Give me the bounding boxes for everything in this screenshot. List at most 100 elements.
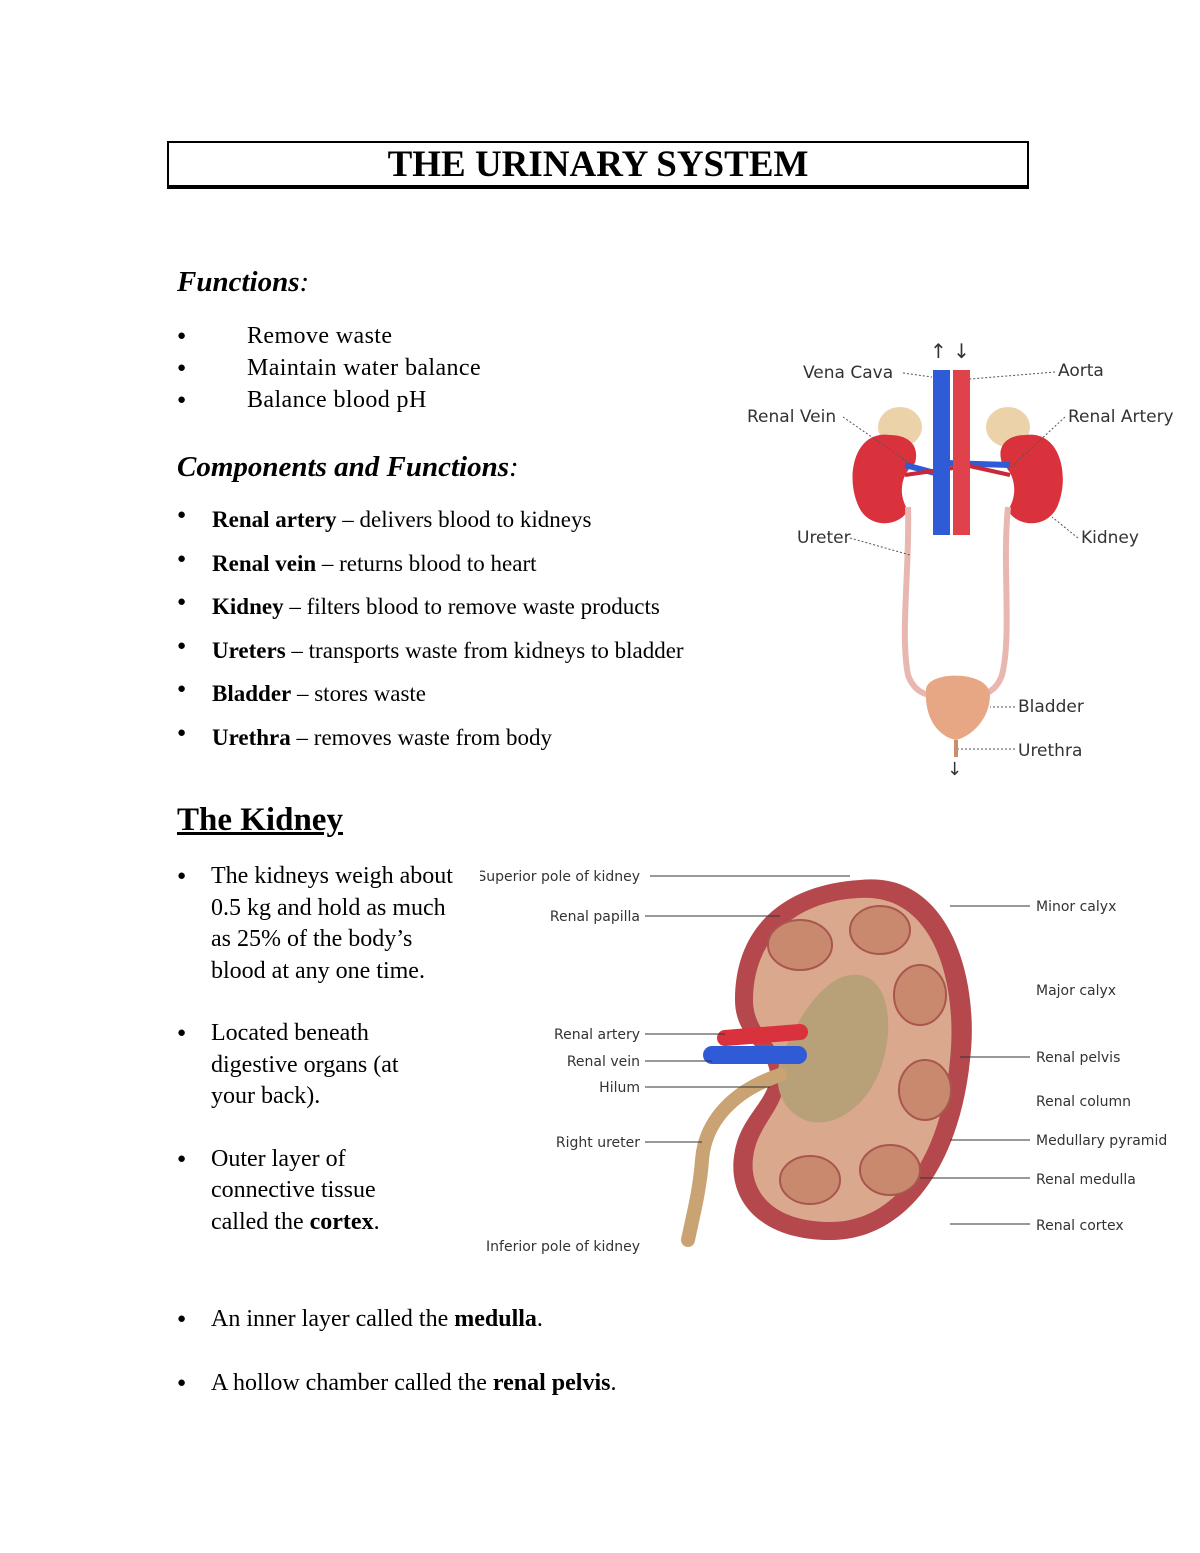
list-item: ● Kidney – filters blood to remove waste … bbox=[177, 594, 737, 638]
medullary-pyramids bbox=[767, 905, 952, 1205]
bullet-icon: ● bbox=[177, 360, 187, 376]
component-term: Bladder bbox=[212, 681, 292, 707]
ureter bbox=[681, 1068, 787, 1247]
bullet-text: An inner layer called the bbox=[211, 1306, 455, 1332]
list-item: ● An inner layer called the medulla. bbox=[177, 1304, 877, 1336]
list-item: ● Bladder – stores waste bbox=[177, 681, 737, 725]
right-renal-artery bbox=[964, 463, 1011, 477]
bullet-post: . bbox=[536, 1306, 543, 1332]
component-term: Renal vein bbox=[212, 550, 317, 576]
label-renal-pelvis: Renal pelvis bbox=[1036, 1050, 1120, 1066]
bullet-icon: ● bbox=[177, 550, 187, 567]
bullet-icon: ● bbox=[177, 724, 187, 741]
bullet-icon: ● bbox=[177, 868, 187, 884]
list-item: ● Maintain water balance bbox=[177, 352, 677, 384]
functions-heading: Functions: bbox=[177, 266, 309, 299]
bullet-text: The kidneys weigh about 0.5 kg and hold … bbox=[211, 863, 453, 984]
kidney-bullets-top: ● The kidneys weigh about 0.5 kg and hold… bbox=[177, 861, 462, 1238]
kidney-cross-section-diagram: Superior pole of kidney Renal papilla Re… bbox=[480, 869, 1167, 1255]
label-renal-artery: Renal artery bbox=[554, 1027, 640, 1043]
bullet-icon: ● bbox=[177, 1311, 187, 1327]
component-desc: – stores waste bbox=[291, 681, 427, 707]
functions-heading-text: Functions bbox=[177, 266, 300, 298]
label-renal-vein: Renal vein bbox=[567, 1054, 640, 1070]
list-item: ● Outer layer of connective tissue called… bbox=[177, 1144, 462, 1239]
left-renal-artery bbox=[904, 465, 961, 477]
bladder bbox=[925, 675, 990, 740]
flow-arrows-top: ↑ ↓ bbox=[930, 339, 970, 363]
kidney-bullets-bottom: ● An inner layer called the medulla. ● A h… bbox=[177, 1304, 877, 1399]
label-urethra: Urethra bbox=[1018, 741, 1082, 761]
label-superior-pole: Superior pole of kidney bbox=[480, 869, 640, 885]
bullet-icon: ● bbox=[177, 1025, 187, 1041]
label-medullary-pyramid: Medullary pyramid bbox=[1036, 1133, 1167, 1149]
component-desc: – returns blood to heart bbox=[316, 550, 537, 576]
label-vena-cava: Vena Cava bbox=[803, 363, 893, 383]
bullet-icon: ● bbox=[177, 681, 187, 698]
bullet-icon: ● bbox=[177, 1374, 187, 1391]
label-renal-papilla: Renal papilla bbox=[550, 909, 640, 925]
flow-arrow-bottom: ↓ bbox=[947, 759, 962, 780]
renal-artery-vessel bbox=[717, 1024, 808, 1046]
list-item: ● A hollow chamber called the renal pelvi… bbox=[177, 1368, 877, 1400]
bullet-text: Outer layer of connective tissue called … bbox=[211, 1145, 376, 1235]
list-item: ● The kidneys weigh about 0.5 kg and hold… bbox=[177, 861, 462, 987]
label-ureter: Ureter bbox=[797, 528, 851, 548]
component-term: Urethra bbox=[212, 724, 291, 750]
urinary-system-diagram: ↑ ↓ ↓ Vena Cava Aorta Renal Vein Renal A… bbox=[740, 335, 1185, 780]
function-text: Maintain water balance bbox=[247, 355, 482, 381]
bullet-bold: medulla bbox=[454, 1306, 537, 1332]
page-title: THE URINARY SYSTEM bbox=[167, 141, 1029, 189]
bullet-text: Located beneath digestive organs (at you… bbox=[211, 1020, 399, 1109]
components-heading-colon: : bbox=[509, 451, 519, 483]
label-aorta: Aorta bbox=[1058, 361, 1104, 381]
component-term: Renal artery bbox=[212, 507, 337, 532]
label-renal-cortex: Renal cortex bbox=[1036, 1218, 1124, 1234]
list-item: ●Renal artery – delivers blood to kidney… bbox=[177, 507, 737, 551]
functions-heading-colon: : bbox=[299, 266, 310, 298]
leader-lines bbox=[842, 371, 1079, 750]
component-desc: – delivers blood to kidneys bbox=[336, 507, 592, 532]
bullet-icon: ● bbox=[177, 594, 187, 611]
left-ureter bbox=[901, 506, 939, 700]
components-heading-text: Components and Functions bbox=[177, 451, 509, 483]
label-renal-column: Renal column bbox=[1036, 1094, 1131, 1110]
function-text: Balance blood pH bbox=[247, 387, 427, 413]
label-bladder: Bladder bbox=[1018, 697, 1084, 717]
label-renal-vein: Renal Vein bbox=[747, 407, 836, 427]
list-item: ● Renal vein – returns blood to heart bbox=[177, 551, 737, 595]
label-major-calyx: Major calyx bbox=[1036, 983, 1116, 999]
component-desc: – transports waste from kidneys to bladd… bbox=[285, 637, 684, 663]
renal-pelvis bbox=[777, 974, 889, 1123]
bullet-text: A hollow chamber called the bbox=[211, 1369, 493, 1396]
bullet-icon: ● bbox=[177, 328, 187, 344]
component-term: Ureters bbox=[212, 637, 286, 663]
list-item: ● Ureters – transports waste from kidneys… bbox=[177, 638, 737, 682]
list-item: ● Urethra – removes waste from body bbox=[177, 725, 737, 769]
list-item: ● Balance blood pH bbox=[177, 384, 677, 416]
component-desc: – removes waste from body bbox=[290, 724, 553, 750]
label-right-ureter: Right ureter bbox=[556, 1135, 640, 1151]
vena-cava bbox=[933, 370, 950, 535]
bullet-bold: cortex bbox=[309, 1208, 374, 1235]
components-list: ● Renal artery – delivers blood to kidney… bbox=[177, 507, 737, 769]
bullet-icon: ● bbox=[177, 637, 187, 654]
bullet-bold: renal pelvis bbox=[492, 1369, 611, 1396]
label-renal-medulla: Renal medulla bbox=[1036, 1172, 1136, 1188]
right-kidney bbox=[1000, 434, 1063, 524]
leader-lines bbox=[645, 875, 1030, 1225]
label-minor-calyx: Minor calyx bbox=[1036, 899, 1116, 915]
list-item: ● Remove waste bbox=[177, 320, 677, 352]
component-term: Kidney bbox=[212, 594, 284, 620]
functions-list: ● Remove waste ● Maintain water balance ● B… bbox=[177, 320, 677, 416]
function-text: Remove waste bbox=[247, 323, 393, 349]
bullet-post: . bbox=[373, 1208, 380, 1235]
component-desc: – filters blood to remove waste products bbox=[283, 594, 660, 620]
bullet-icon: ● bbox=[177, 1150, 187, 1167]
list-item: ● Located beneath digestive organs (at yo… bbox=[177, 1018, 462, 1113]
bullet-icon: ● bbox=[177, 392, 187, 408]
aorta bbox=[953, 370, 970, 535]
label-renal-artery: Renal Artery bbox=[1068, 407, 1174, 427]
components-heading: Components and Functions: bbox=[177, 451, 519, 484]
label-kidney: Kidney bbox=[1081, 528, 1139, 548]
